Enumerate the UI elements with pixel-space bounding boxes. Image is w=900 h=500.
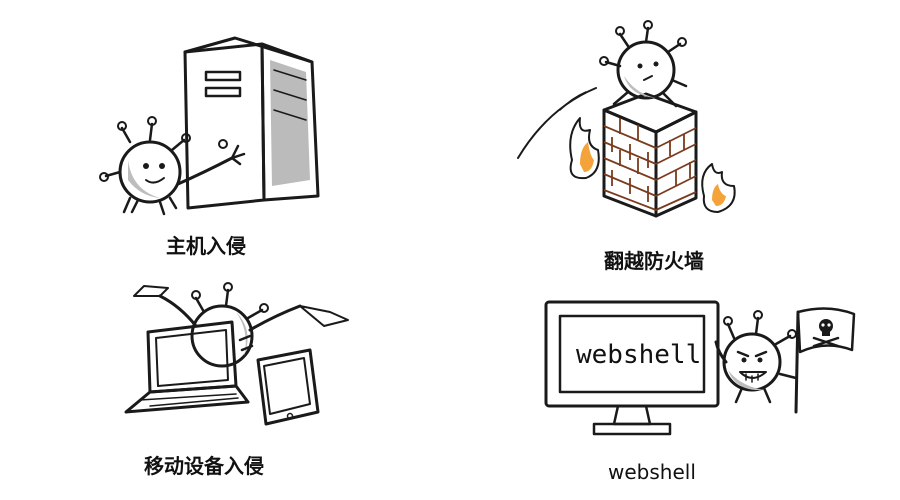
caption-mobile-intrusion: 移动设备入侵 bbox=[144, 454, 264, 478]
virus-character-host bbox=[99, 116, 246, 216]
caption-webshell: webshell bbox=[608, 460, 696, 484]
monitor-screen-text: webshell bbox=[576, 340, 702, 370]
virus-character-webshell bbox=[714, 310, 798, 404]
tablet-illustration bbox=[256, 348, 320, 426]
laptop-illustration bbox=[124, 320, 250, 414]
caption-firewall-bypass: 翻越防火墙 bbox=[604, 249, 704, 273]
server-illustration bbox=[183, 36, 320, 210]
virus-character-firewall bbox=[599, 20, 688, 108]
pirate-flag-illustration bbox=[794, 307, 856, 414]
firewall-illustration bbox=[517, 87, 736, 218]
monitor-illustration bbox=[544, 300, 720, 436]
virus-character-mobile bbox=[133, 282, 349, 368]
caption-host-intrusion: 主机入侵 bbox=[166, 234, 246, 258]
